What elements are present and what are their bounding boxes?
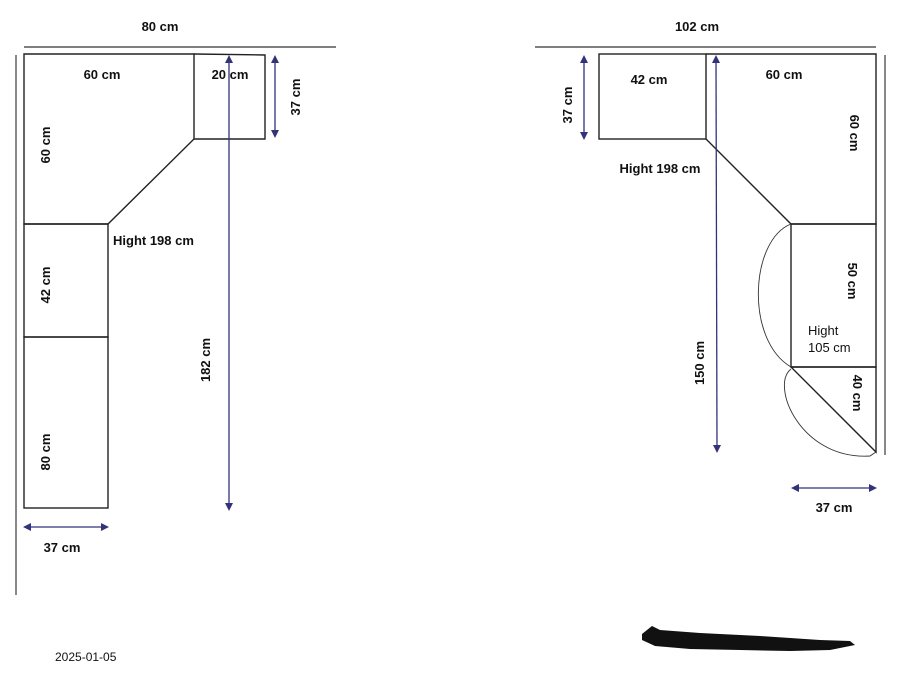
middle-unit: [23, 223, 109, 338]
small-shelf-width-label: 20 cm: [212, 67, 249, 82]
depth-arrow-left: [580, 55, 588, 140]
length-arrow-182: [225, 55, 233, 511]
depth-arrow-bottom: [23, 523, 109, 531]
corner-top-width-label: 60 cm: [766, 67, 803, 82]
corner-door-unit: [789, 366, 877, 454]
height-note: Hight 198 cm: [620, 161, 701, 176]
door-swing-arc-lower: [783, 368, 877, 457]
width-total-label: 80 cm: [142, 19, 179, 34]
cabinet-height-label: Hight: [808, 323, 839, 338]
depth-arrow-bottom: [791, 484, 877, 492]
cabinet-unit-label: 50 cm: [845, 263, 860, 300]
depth-top-label: 37 cm: [288, 79, 303, 116]
cabinet-height-value: 105 cm: [808, 340, 851, 355]
depth-bottom-label: 37 cm: [816, 500, 853, 515]
length-arrow-150: [712, 55, 721, 453]
height-note: Hight 198 cm: [113, 233, 194, 248]
corner-side-height-label: 60 cm: [38, 127, 53, 164]
left-unit: [598, 53, 707, 140]
corner-unit: [23, 53, 195, 225]
depth-left-label: 37 cm: [560, 87, 575, 124]
middle-unit-label: 42 cm: [38, 267, 53, 304]
total-length-label: 182 cm: [198, 338, 213, 382]
total-length-label: 150 cm: [692, 341, 707, 385]
corner-door-unit-label: 40 cm: [850, 375, 865, 412]
door-swing-arc: [757, 223, 792, 368]
corner-side-height-label: 60 cm: [847, 115, 862, 152]
left-unit-label: 42 cm: [631, 72, 668, 87]
depth-arrow-top: [271, 55, 279, 138]
date-label: 2025-01-05: [55, 650, 117, 664]
bottom-unit-label: 80 cm: [38, 434, 53, 471]
bottom-unit: [23, 336, 109, 509]
corner-top-width-label: 60 cm: [84, 67, 121, 82]
width-total-label: 102 cm: [675, 19, 719, 34]
depth-bottom-label: 37 cm: [44, 540, 81, 555]
left-plan: 80 cm 60 cm 20 cm 37 cm 60 cm Hight 198 …: [15, 19, 336, 595]
redacted-signature: [642, 626, 855, 651]
right-plan: 102 cm 42 cm 60 cm 37 cm 60 cm Hight 198…: [535, 19, 886, 515]
